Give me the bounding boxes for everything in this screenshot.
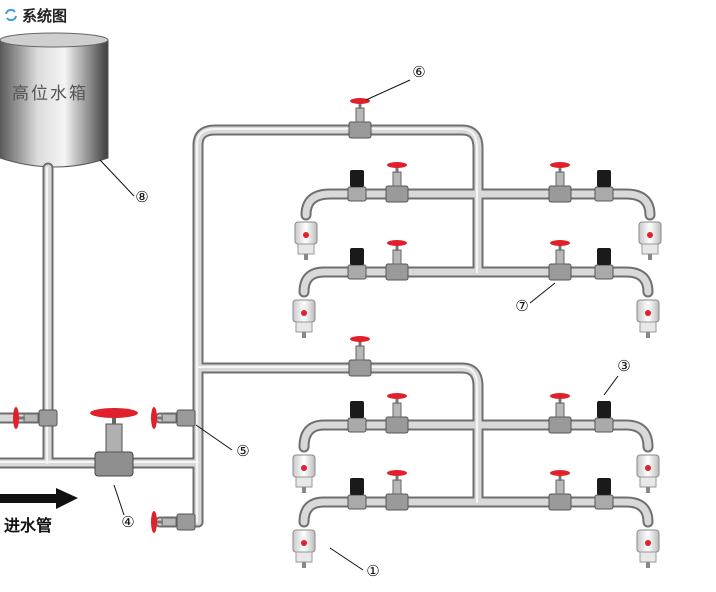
branch-valve-right-2 [548,240,572,281]
terminal-meter-1 [294,221,318,260]
callout-leaders [99,79,619,571]
callout-label-6: ⑦ [515,297,528,315]
riser-valve-lower [151,511,196,533]
actuator-group [347,170,614,510]
callout-leader-2 [603,375,619,396]
branch-valve-right-1 [548,162,572,203]
tank-drain-valve [13,407,58,429]
solenoid-left-4 [347,478,367,510]
meter-group [292,221,662,568]
callout-label-7: ⑧ [135,188,148,206]
terminal-meter-3 [292,299,316,338]
terminal-meter-6 [636,454,660,493]
inlet-arrow [0,488,78,509]
terminal-meter-7 [292,529,316,568]
callout-label-4: ⑤ [236,442,249,460]
branch-valve-right-3 [548,393,572,434]
tank-label: 高位水箱 [12,84,88,104]
valve-group [13,98,572,533]
diagram-header: 系统图 [4,4,67,26]
high-water-tank: 高位水箱 [0,32,109,168]
callout-labels: ① ③ ④ ⑤ ⑥ ⑦ ⑧ [121,63,630,580]
callout-label-3: ④ [121,513,134,531]
callout-leader-6 [529,282,556,304]
solenoid-left-1 [347,170,367,202]
branch-valve-left-3 [385,393,409,434]
branch-valve-left-2 [385,240,409,281]
callout-leader-7 [99,159,135,197]
main-inlet-valve [90,408,138,477]
solenoid-right-1 [594,170,614,202]
solenoid-right-2 [594,248,614,280]
refresh-icon [5,8,17,22]
solenoid-right-4 [594,478,614,510]
callout-label-1: ① [366,562,379,580]
branch-valve-right-4 [548,470,572,511]
diagram-title: 系统图 [22,6,68,25]
branch-valve-left-1 [385,162,409,203]
branch-valve-left-4 [385,470,409,511]
terminal-meter-4 [636,299,660,338]
terminal-meter-2 [638,221,662,260]
callout-label-2: ③ [617,357,630,375]
riser-valve-upper [151,407,196,429]
solenoid-left-2 [347,248,367,280]
callout-leader-1 [329,547,364,571]
terminal-meter-8 [636,529,660,568]
callout-leader-3 [113,484,125,516]
terminal-meter-5 [292,454,316,493]
inlet-label: 进水管 [4,516,52,535]
solenoid-right-3 [594,401,614,433]
callout-leader-5 [365,79,411,101]
gate-valve-upper [348,98,372,139]
solenoid-left-3 [347,401,367,433]
gate-valve-lower [348,336,372,377]
callout-leader-4 [195,424,233,451]
callout-label-5: ⑥ [412,63,425,81]
